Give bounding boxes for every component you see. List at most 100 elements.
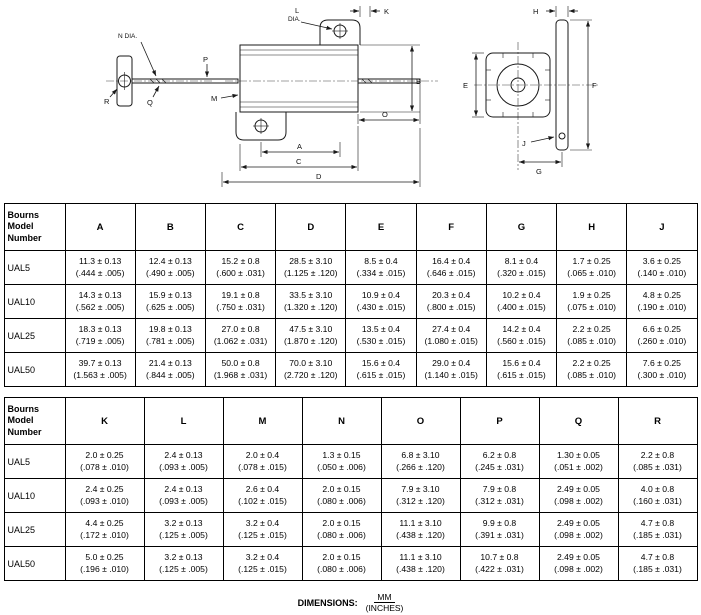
value-mm: 18.3 ± 0.13 bbox=[78, 324, 122, 335]
model-number-header: Bourns Model Number bbox=[3, 203, 66, 251]
value-inches: (.260 ± .010) bbox=[637, 335, 687, 346]
dimension-letter-header: H bbox=[556, 203, 628, 251]
value-mm: 1.7 ± 0.25 bbox=[572, 256, 611, 267]
value-mm: 11.1 ± 3.10 bbox=[399, 518, 442, 529]
end-view bbox=[472, 6, 600, 170]
dimension-value-cell: 19.8 ± 0.13(.781 ± .005) bbox=[134, 318, 206, 353]
value-mm: 1.30 ± 0.05 bbox=[557, 450, 600, 461]
value-inches: (.719 ± .005) bbox=[75, 335, 125, 346]
dimension-letter-header: L bbox=[143, 397, 224, 445]
value-inches: (.530 ± .015) bbox=[356, 335, 406, 346]
value-mm: 2.49 ± 0.05 bbox=[557, 552, 600, 563]
label-f: F bbox=[592, 81, 597, 90]
dimension-value-cell: 2.4 ± 0.13(.093 ± .005) bbox=[143, 444, 224, 479]
value-mm: 7.9 ± 3.10 bbox=[401, 484, 440, 495]
dimension-letter-header: F bbox=[415, 203, 487, 251]
value-mm: 27.0 ± 0.8 bbox=[221, 324, 260, 335]
value-mm: 2.0 ± 0.15 bbox=[322, 518, 361, 529]
crimp-marks bbox=[149, 78, 167, 84]
value-inches: (.102 ± .015) bbox=[238, 495, 287, 506]
value-inches: (.600 ± .031) bbox=[216, 267, 265, 278]
value-mm: 27.4 ± 0.4 bbox=[432, 324, 471, 335]
dimension-value-cell: 15.6 ± 0.4(.615 ± .015) bbox=[345, 352, 417, 387]
dimension-value-cell: 2.0 ± 0.15(.080 ± .006) bbox=[301, 478, 382, 513]
value-mm: 19.8 ± 0.13 bbox=[148, 324, 192, 335]
dimension-value-cell: 7.9 ± 0.8(.312 ± .031) bbox=[459, 478, 540, 513]
value-inches: (.312 ± .031) bbox=[475, 495, 524, 506]
value-mm: 3.2 ± 0.13 bbox=[164, 552, 203, 563]
dimension-lines bbox=[220, 6, 421, 187]
value-mm: 15.9 ± 0.13 bbox=[148, 290, 192, 301]
value-mm: 10.7 ± 0.8 bbox=[480, 552, 519, 563]
value-inches: (.646 ± .015) bbox=[426, 267, 476, 278]
dimension-value-cell: 6.6 ± 0.25(.260 ± .010) bbox=[626, 318, 698, 353]
dimension-value-cell: 70.0 ± 3.10(2.720 ± .120) bbox=[275, 352, 347, 387]
value-mm: 3.2 ± 0.13 bbox=[164, 518, 203, 529]
value-inches: (.078 ± .010) bbox=[80, 461, 129, 472]
dimension-value-cell: 14.2 ± 0.4(.560 ± .015) bbox=[485, 318, 558, 353]
model-number-cell: UAL25 bbox=[3, 512, 66, 547]
dimensions-note: DIMENSIONS: MM (INCHES) bbox=[0, 592, 701, 613]
dimension-value-cell: 3.2 ± 0.4(.125 ± .015) bbox=[222, 512, 303, 547]
body-cross-section bbox=[485, 52, 551, 118]
value-inches: (1.140 ± .015) bbox=[424, 369, 478, 380]
value-mm: 14.2 ± 0.4 bbox=[502, 324, 541, 335]
value-inches: (.560 ± .015) bbox=[497, 335, 546, 346]
dimension-value-cell: 2.2 ± 0.25(.085 ± .010) bbox=[556, 352, 628, 387]
units-mm: MM bbox=[374, 592, 395, 603]
dimensions-label: DIMENSIONS: bbox=[297, 597, 358, 608]
dimension-value-cell: 4.8 ± 0.25(.190 ± .010) bbox=[626, 284, 698, 319]
value-inches: (.093 ± .010) bbox=[80, 495, 129, 506]
dimension-value-cell: 50.0 ± 0.8(1.968 ± .031) bbox=[204, 352, 277, 387]
dimension-value-cell: 18.3 ± 0.13(.719 ± .005) bbox=[64, 318, 136, 353]
value-inches: (.078 ± .015) bbox=[238, 461, 287, 472]
dimension-letter-header: K bbox=[64, 397, 145, 445]
value-inches: (.085 ± .010) bbox=[567, 335, 616, 346]
value-inches: (.266 ± .120) bbox=[396, 461, 445, 472]
value-mm: 2.0 ± 0.4 bbox=[245, 450, 280, 461]
value-mm: 7.6 ± 0.25 bbox=[642, 358, 681, 369]
value-inches: (.430 ± .015) bbox=[356, 301, 406, 312]
value-inches: (.245 ± .031) bbox=[475, 461, 524, 472]
value-inches: (.562 ± .005) bbox=[75, 301, 125, 312]
lead-detail-view bbox=[106, 41, 239, 107]
value-mm: 16.4 ± 0.4 bbox=[432, 256, 471, 267]
value-mm: 3.2 ± 0.4 bbox=[245, 552, 280, 563]
dimension-value-cell: 2.49 ± 0.05(.098 ± .002) bbox=[538, 546, 619, 581]
value-mm: 4.0 ± 0.8 bbox=[640, 484, 675, 495]
value-mm: 14.3 ± 0.13 bbox=[78, 290, 122, 301]
dimension-value-cell: 9.9 ± 0.8(.391 ± .031) bbox=[459, 512, 540, 547]
label-n-dia: N DIA. bbox=[118, 33, 137, 40]
dimension-value-cell: 8.1 ± 0.4(.320 ± .015) bbox=[485, 250, 558, 285]
dimension-letter-header: E bbox=[345, 203, 417, 251]
dimension-value-cell: 12.4 ± 0.13(.490 ± .005) bbox=[134, 250, 206, 285]
label-c: C bbox=[296, 157, 302, 166]
dimension-value-cell: 20.3 ± 0.4(.800 ± .015) bbox=[415, 284, 487, 319]
value-inches: (.320 ± .015) bbox=[497, 267, 546, 278]
dimension-value-cell: 2.4 ± 0.13(.093 ± .005) bbox=[143, 478, 224, 513]
dimension-value-cell: 13.5 ± 0.4(.530 ± .015) bbox=[345, 318, 417, 353]
value-mm: 8.5 ± 0.4 bbox=[364, 256, 398, 267]
value-mm: 50.0 ± 0.8 bbox=[221, 358, 260, 369]
value-inches: (.781 ± .005) bbox=[145, 335, 195, 346]
value-mm: 4.7 ± 0.8 bbox=[640, 518, 675, 529]
value-mm: 9.9 ± 0.8 bbox=[482, 518, 517, 529]
value-inches: (.098 ± .002) bbox=[554, 529, 603, 540]
value-inches: (.093 ± .005) bbox=[159, 495, 208, 506]
dimension-value-cell: 7.9 ± 3.10(.312 ± .120) bbox=[380, 478, 461, 513]
value-mm: 10.9 ± 0.4 bbox=[361, 290, 401, 301]
label-q: Q bbox=[147, 98, 153, 107]
value-mm: 2.2 ± 0.8 bbox=[640, 450, 675, 461]
dimension-value-cell: 6.8 ± 3.10(.266 ± .120) bbox=[380, 444, 461, 479]
value-mm: 6.2 ± 0.8 bbox=[482, 450, 517, 461]
value-mm: 33.5 ± 3.10 bbox=[289, 290, 333, 301]
value-mm: 15.6 ± 0.4 bbox=[361, 358, 401, 369]
label-m: M bbox=[211, 94, 217, 103]
dimension-value-cell: 10.7 ± 0.8(.422 ± .031) bbox=[459, 546, 540, 581]
model-number-header: Bourns Model Number bbox=[3, 397, 66, 445]
value-mm: 29.0 ± 0.4 bbox=[432, 358, 471, 369]
